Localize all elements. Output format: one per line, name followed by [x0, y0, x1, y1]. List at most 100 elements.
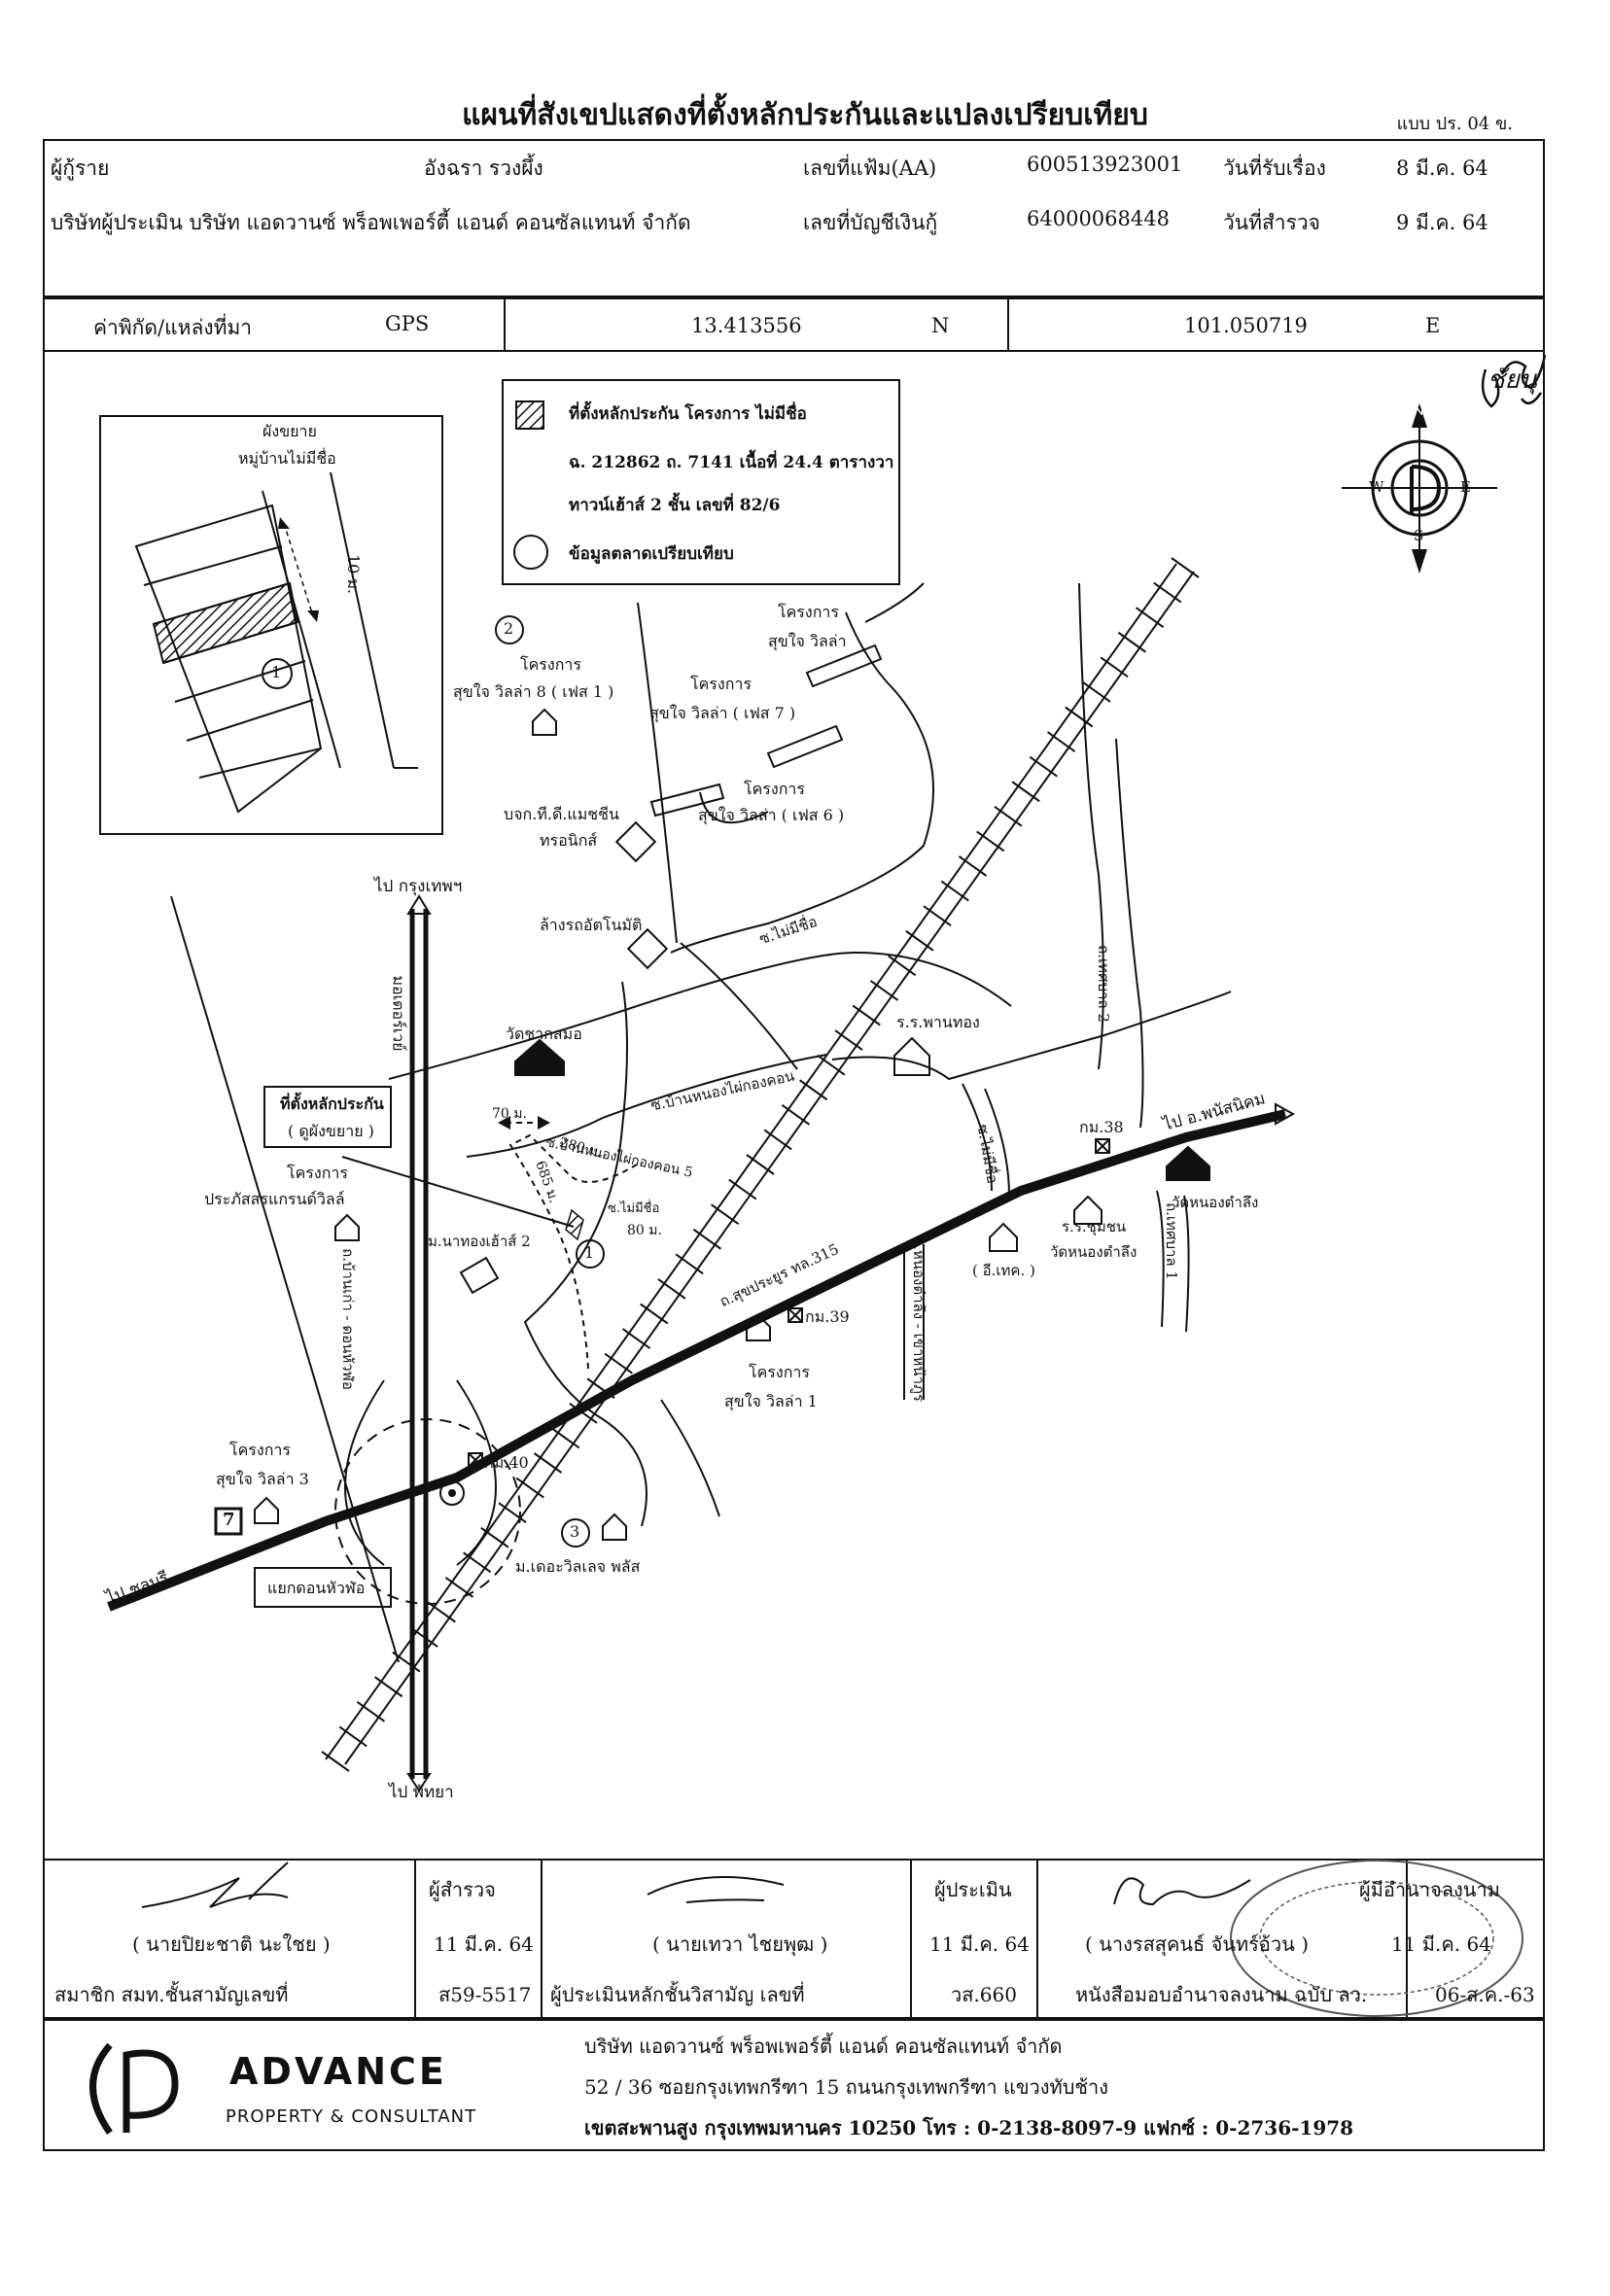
- railway-tie: [657, 1278, 686, 1300]
- railway-tie: [1082, 681, 1111, 703]
- compass-n: N: [1412, 401, 1425, 419]
- roads: [170, 582, 1232, 1663]
- company-logo-mark: [89, 2042, 179, 2136]
- project-villa8-title: โครงการ: [520, 655, 581, 674]
- railway-tie: [1100, 656, 1129, 678]
- distance-685: 685 ม.: [532, 1159, 562, 1205]
- company-name: บริษัท แอดวานซ์ พร็อพเพอร์ตี้ แอนด์ คอนซ…: [584, 2035, 1063, 2058]
- railway-tie: [958, 855, 988, 877]
- railway-tie: [1153, 581, 1182, 604]
- railway-tie: [338, 1725, 368, 1748]
- railway-tie: [1011, 781, 1040, 803]
- collateral-box-line1: ที่ตั้งหลักประกัน: [280, 1095, 384, 1113]
- distance-70: 70 ม.: [492, 1106, 527, 1122]
- inset-marker: 1: [271, 663, 282, 681]
- marker-3: 3: [570, 1522, 580, 1541]
- authorized-role: ผู้มีอำนาจลงนาม: [1359, 1878, 1500, 1901]
- latitude-direction: N: [931, 314, 950, 337]
- road-sukhprayoon: ถ.สุขประยูร ทล.315: [717, 1239, 842, 1311]
- project-villa: สุขใจ วิลล่า: [768, 632, 847, 650]
- to-phanat-label: ไป อ.พนัสนิคม: [1161, 1089, 1268, 1135]
- hatch-legend-icon: [515, 400, 544, 430]
- railway: [321, 557, 1200, 1772]
- project-villa3-title: โครงการ: [229, 1441, 291, 1459]
- appraiser-company: บริษัทผู้ประเมิน บริษัท แอดวานซ์ พร็อพเพ…: [51, 211, 691, 234]
- longitude-value: 101.050719: [1184, 314, 1308, 337]
- railway-tie: [869, 980, 899, 1001]
- surveyor-signature: [141, 1861, 289, 1908]
- company-address-1: 52 / 36 ซอยกรุงเทพกรีฑา 15 ถนนกรุงเทพกรี…: [584, 2075, 1109, 2099]
- signature-table: ผู้สำรวจ ( นายปิยะชาติ นะใชย ) 11 มี.ค. …: [43, 1859, 1545, 2019]
- railway-tie: [1046, 731, 1076, 752]
- inset-plan: [99, 415, 443, 835]
- wat-nongtamlueng: วัดหนองตำลึง: [1172, 1194, 1259, 1211]
- railway-tie: [374, 1676, 403, 1698]
- railway-tie: [1117, 631, 1146, 653]
- railway-tie: [498, 1502, 527, 1523]
- to-pattaya-label: ไป พัทยา: [389, 1783, 454, 1802]
- distance-80: 80 ม.: [627, 1223, 662, 1238]
- to-chonburi-label: ไป ชลบุรี: [103, 1568, 172, 1609]
- road-thesaban2: ถ.เทศบาล 2: [1094, 945, 1112, 1023]
- received-label: วันที่รับเรื่อง: [1223, 157, 1326, 180]
- surveyor-member-no: ส59-5517: [438, 1983, 532, 2006]
- railway-tie: [923, 905, 952, 926]
- project-villa6: สุขใจ วิลล่า ( เฟส 6 ): [698, 806, 845, 824]
- railway-tie: [1065, 706, 1094, 728]
- railway-tie: [675, 1253, 704, 1275]
- authorized-date: 11 มี.ค. 64: [1391, 1932, 1491, 1956]
- railway-tie: [746, 1154, 775, 1175]
- railway-tie: [834, 1029, 863, 1051]
- road-no-name: ซ.ไม่มีชื่อ: [973, 1123, 1001, 1185]
- school-chumchon: ร.ร.ชุมชน: [1062, 1218, 1127, 1235]
- legend-comparable: ข้อมูลตลาดเปรียบเทียบ: [569, 544, 734, 564]
- marker-1: 1: [584, 1243, 595, 1262]
- project-prasert-title: โครงการ: [287, 1164, 348, 1182]
- railway-tie: [621, 1328, 651, 1349]
- railway-tie: [1136, 607, 1165, 628]
- road-thesaban1: ถ.เทศบาล 1: [1162, 1202, 1180, 1280]
- road-banko: ถ.บ้านเก่า - ดอนหัวฬ่อ: [338, 1248, 357, 1390]
- km39-label: กม.39: [805, 1307, 850, 1326]
- railway-tie: [427, 1601, 456, 1623]
- company-seal: [1230, 1860, 1523, 2017]
- railway-tie: [356, 1701, 385, 1722]
- moo-the-village: ม.เดอะวิลเลจ พลัส: [515, 1557, 641, 1576]
- railway-tie: [1029, 755, 1058, 778]
- distance-280: 280 ม.: [557, 1134, 605, 1162]
- project-villa-title: โครงการ: [778, 603, 839, 621]
- railway-tie: [852, 1004, 881, 1026]
- compass-e: E: [1460, 478, 1471, 496]
- railway-tie: [692, 1228, 721, 1250]
- soi-mai-mi-chue: ซ.ไม่มีชื่อ: [756, 912, 820, 949]
- seven-label: 7: [223, 1510, 235, 1530]
- km38-label: กม.38: [1079, 1118, 1124, 1136]
- collateral-box-line2: ( ดูผังขยาย ): [288, 1122, 374, 1140]
- motorway-label: มอเตอร์เวย์: [389, 975, 408, 1052]
- railway-tie: [1171, 557, 1200, 578]
- survey-date: 9 มี.ค. 64: [1396, 211, 1488, 234]
- railway-tie: [604, 1352, 633, 1374]
- page-title: แผนที่สังเขปแสดงที่ตั้งหลักประกันและแปลง…: [462, 98, 1148, 132]
- junction-label-box: [254, 1567, 392, 1608]
- seven-eleven-icon: [214, 1507, 243, 1536]
- company-footer: ADVANCE PROPERTY & CONSULTANT บริษัท แอด…: [43, 2019, 1545, 2151]
- project-villa7: สุขใจ วิลล่า ( เฟส 7 ): [649, 704, 796, 722]
- railway-tie: [994, 806, 1023, 827]
- handwriting-initials: ชัยนุ: [1488, 365, 1537, 395]
- railway-tie: [976, 830, 1005, 852]
- railway-tie: [515, 1477, 544, 1499]
- project-villa3: สุขใจ วิลล่า 3: [216, 1470, 309, 1488]
- inset-subtitle: หมู่บ้านไม่มีชื่อ: [238, 449, 336, 468]
- road-nongtamlueng: ถ.หนองตำลึง - เขาหน้าภูร: [909, 1236, 928, 1402]
- handwritten-initials: [1481, 354, 1547, 408]
- railway-tie: [711, 1203, 740, 1225]
- company-logo-word: ADVANCE: [229, 2050, 447, 2093]
- coords-label: ค่าพิกัด/แหล่งที่มา: [93, 316, 253, 339]
- latitude-value: 13.413556: [691, 314, 802, 337]
- applicant-name: อังฉรา รวงผึ้ง: [424, 157, 543, 180]
- longitude-direction: E: [1425, 314, 1441, 337]
- form-number: แบบ ปร. 04 ข.: [1396, 114, 1513, 134]
- appraiser-license-label: ผู้ประเมินหลักชั้นวิสามัญ เลขที่: [550, 1983, 805, 2006]
- railway-tie: [763, 1129, 792, 1151]
